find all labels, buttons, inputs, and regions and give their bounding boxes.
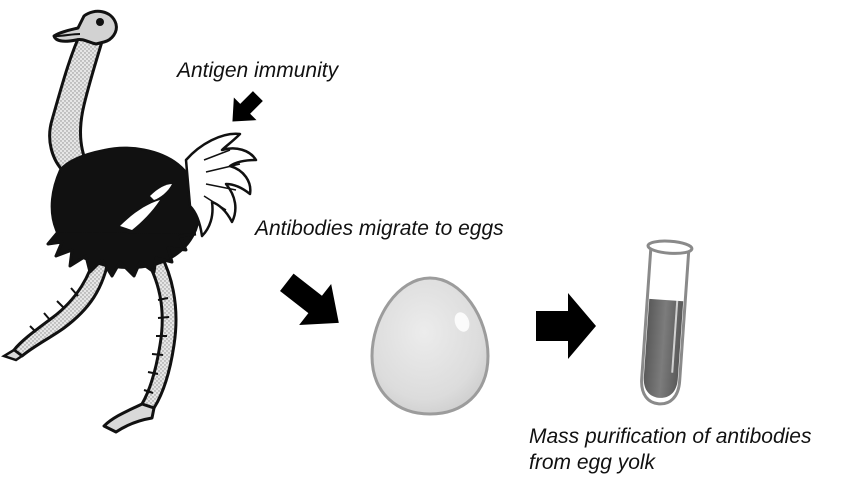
antigen-immunity-label: Antigen immunity [177, 59, 339, 82]
arrow-icon [280, 273, 339, 325]
mass-purification-label: Mass purification of antibodies from egg… [529, 424, 812, 476]
arrow-icon [536, 293, 596, 359]
mass-purification-line-1: Mass purification of antibodies [529, 425, 812, 448]
egg-icon [370, 276, 490, 416]
ostrich-illustration [1, 9, 258, 434]
mass-purification-line-2: from egg yolk [529, 451, 656, 474]
test-tube-icon [640, 239, 694, 406]
antibodies-migrate-label: Antibodies migrate to eggs [255, 217, 504, 240]
arrow-icon [232, 91, 263, 122]
